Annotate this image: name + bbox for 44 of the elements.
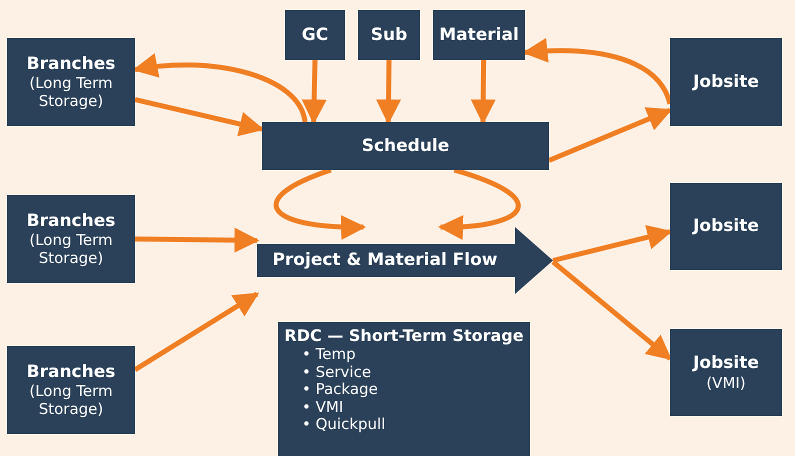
box-title: RDC — Short-Term Storage bbox=[284, 326, 524, 346]
list-item: • Temp bbox=[302, 346, 357, 364]
arrow bbox=[376, 60, 402, 124]
arrow bbox=[548, 107, 672, 163]
arrow bbox=[552, 224, 672, 263]
process-box bbox=[670, 38, 782, 126]
process-box bbox=[433, 10, 525, 60]
process-box bbox=[7, 346, 135, 434]
list-item: • Package bbox=[302, 381, 379, 399]
process-box bbox=[358, 10, 420, 60]
box-title: Branches bbox=[26, 362, 116, 382]
list-item: • Quickpull bbox=[302, 416, 386, 434]
box-title: Jobsite bbox=[693, 72, 759, 92]
list-item: • VMI bbox=[302, 398, 344, 416]
process-box bbox=[7, 38, 135, 126]
process-box bbox=[262, 122, 549, 170]
arrow bbox=[134, 228, 260, 253]
arrow bbox=[302, 60, 327, 124]
box-title: Jobsite bbox=[693, 353, 759, 374]
box-title: Jobsite bbox=[693, 216, 759, 237]
box-title: Sub bbox=[370, 24, 408, 46]
box-subtitle: (Long Term Storage) bbox=[28, 382, 114, 418]
arrow bbox=[274, 168, 366, 240]
flow-arrow bbox=[257, 227, 553, 294]
box-title: Project & Material Flow bbox=[272, 250, 498, 271]
list-item: • Service bbox=[302, 364, 372, 382]
box-subtitle: (Long Term Storage) bbox=[28, 231, 114, 268]
box-subtitle: (VMI) bbox=[706, 374, 746, 392]
box-title: Schedule bbox=[362, 136, 450, 156]
process-box bbox=[7, 195, 135, 283]
arrow bbox=[470, 60, 496, 124]
process-box bbox=[285, 10, 345, 60]
arrow bbox=[438, 168, 521, 240]
arrow bbox=[551, 260, 672, 360]
box-subtitle: (Long Term Storage) bbox=[28, 74, 114, 110]
arrow bbox=[134, 292, 260, 372]
box-title: GC bbox=[302, 24, 328, 46]
box-title: Branches bbox=[26, 210, 116, 232]
process-box bbox=[278, 322, 530, 456]
process-box bbox=[670, 183, 782, 270]
box-title: Material bbox=[439, 24, 519, 46]
process-box bbox=[670, 329, 782, 416]
arrow bbox=[134, 97, 264, 136]
box-title: Branches bbox=[26, 54, 116, 74]
